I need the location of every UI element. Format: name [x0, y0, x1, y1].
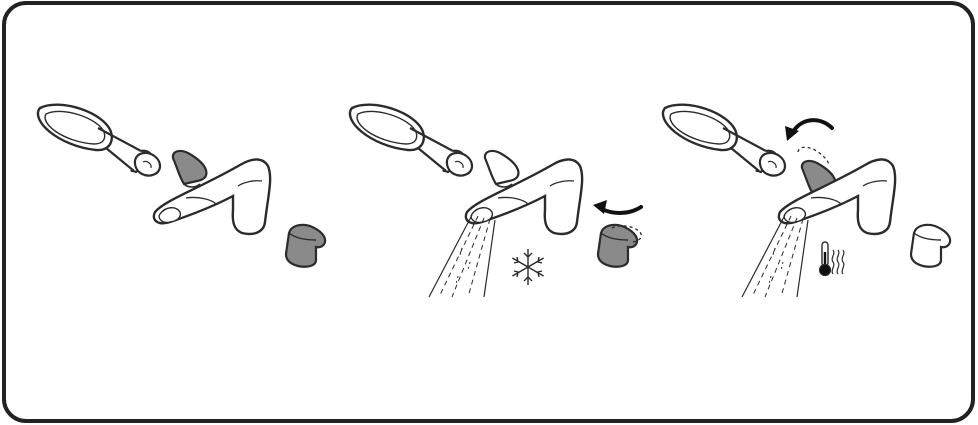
diagram-canvas [0, 0, 978, 425]
instruction-diagram [0, 0, 978, 425]
